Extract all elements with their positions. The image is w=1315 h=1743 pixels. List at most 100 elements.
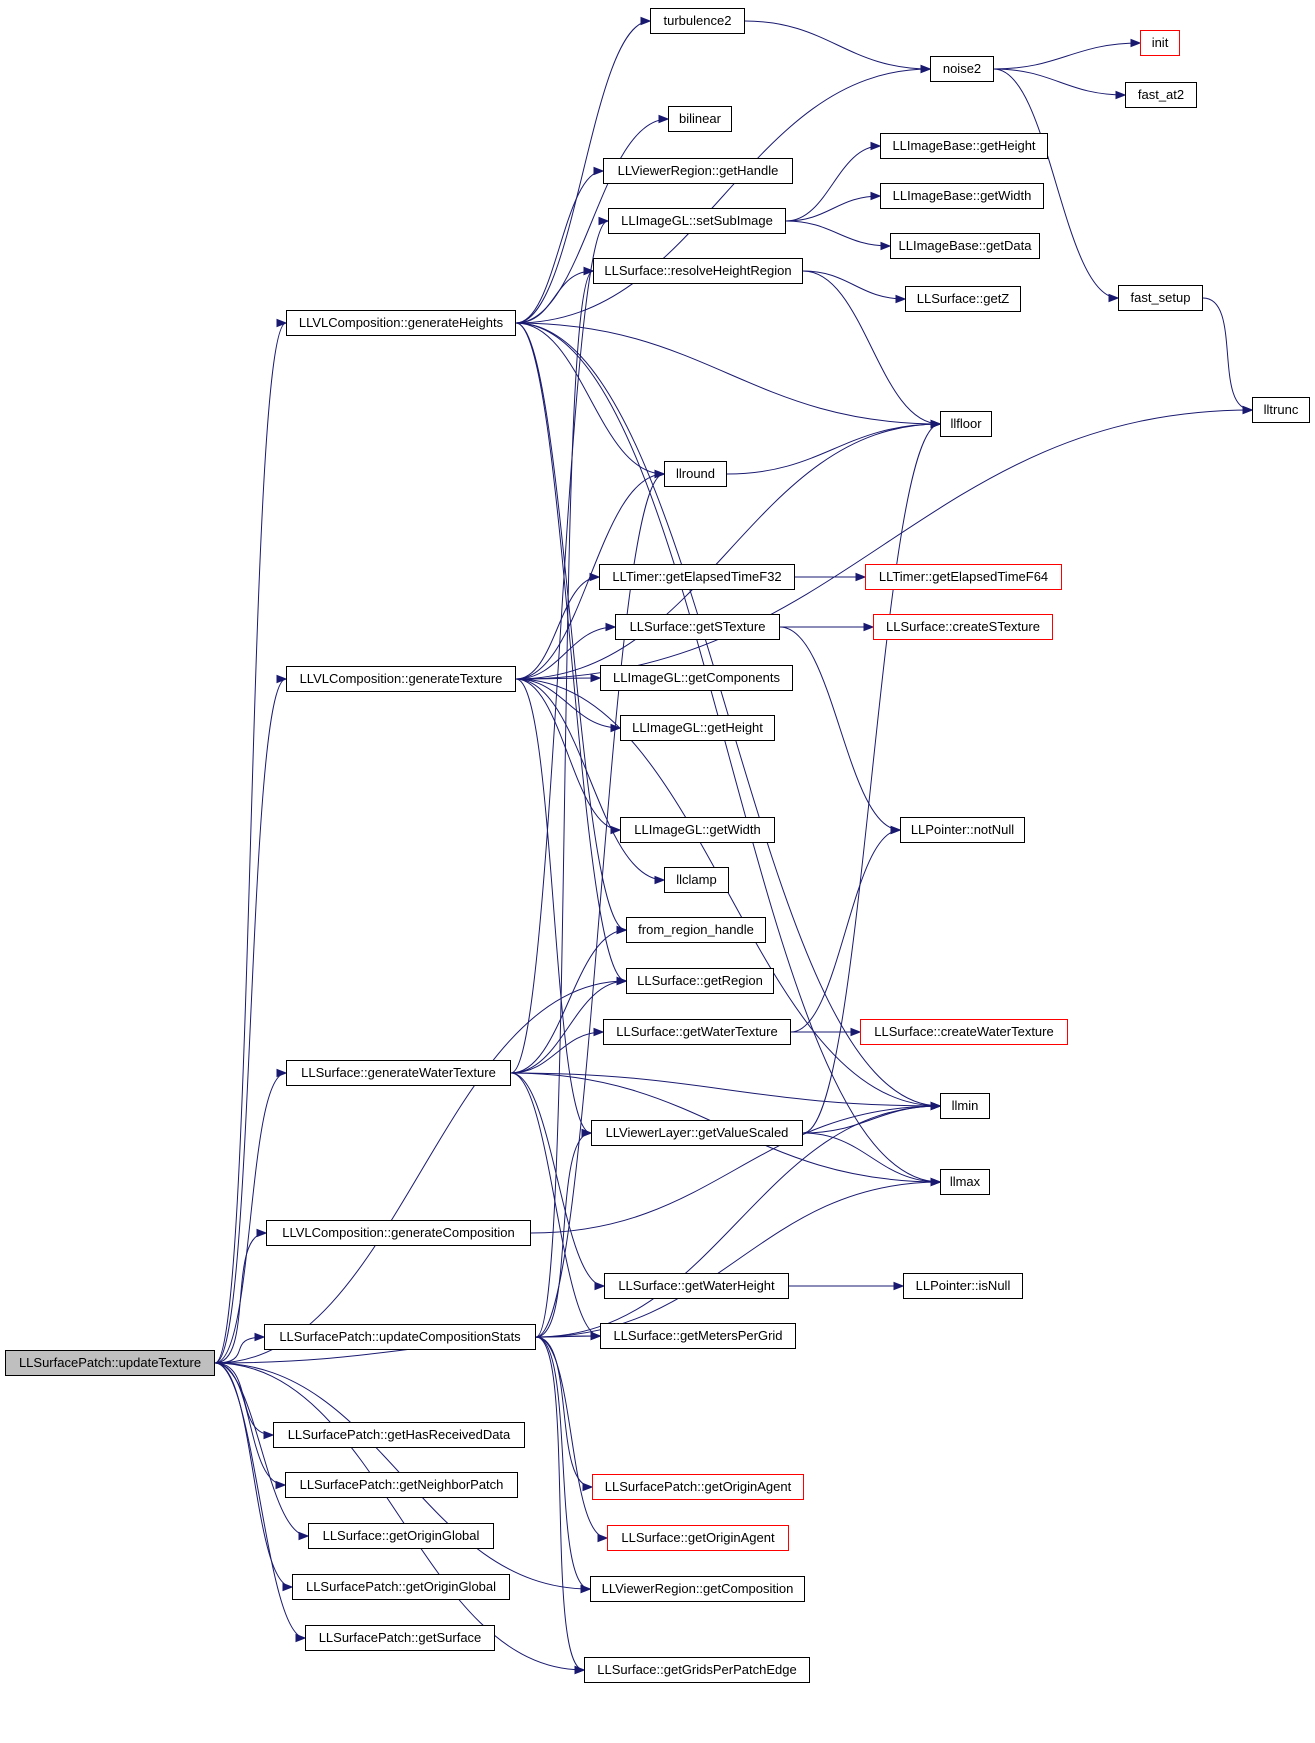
edge-gencomp-to-llmin: [530, 1105, 941, 1234]
edge-gentex-to-lltrunc: [515, 409, 1253, 680]
node-bilinear[interactable]: bilinear: [668, 106, 732, 132]
node-init[interactable]: init: [1140, 30, 1180, 56]
arrowhead-root-to-gentex: [276, 674, 288, 684]
edge-gentex-to-llfloor: [515, 423, 941, 680]
node-llsurface-getregion[interactable]: LLSurface::getRegion: [626, 968, 774, 994]
node-llviewerregion-getcomposition[interactable]: LLViewerRegion::getComposition: [590, 1576, 805, 1602]
node-llimagegl-getheight[interactable]: LLImageGL::getHeight: [620, 715, 775, 741]
node-llsurface-getgridsperpatchedge[interactable]: LLSurface::getGridsPerPatchEdge: [584, 1657, 810, 1683]
arrowhead-updstats-to-meters: [590, 1331, 602, 1341]
node-llfloor[interactable]: llfloor: [940, 411, 992, 437]
arrowhead-root-to-updstats: [254, 1332, 266, 1342]
node-lltimer-getelapsedtimef64[interactable]: LLTimer::getElapsedTimeF64: [865, 564, 1062, 590]
node-llsurface-getmeterspergrid[interactable]: LLSurface::getMetersPerGrid: [600, 1323, 796, 1349]
arrowhead-genheights-to-bilinear: [658, 114, 670, 124]
edge-turb-to-noise2: [744, 20, 931, 70]
arrowhead-gentex-to-getstex: [605, 622, 617, 632]
edge-root-to-gridsper: [214, 1362, 585, 1671]
node-llsurface-getstexture[interactable]: LLSurface::getSTexture: [615, 614, 780, 640]
node-lltrunc[interactable]: lltrunc: [1252, 397, 1310, 423]
node-llsurfacepatch-updatecompositionstats[interactable]: LLSurfacePatch::updateCompositionStats: [264, 1324, 536, 1350]
node-llsurface-getwatertexture[interactable]: LLSurface::getWaterTexture: [603, 1019, 791, 1045]
node-llclamp[interactable]: llclamp: [664, 867, 729, 893]
edge-genheights-to-llmax: [515, 322, 941, 1183]
node-llsurfacepatch-getoriginagent[interactable]: LLSurfacePatch::getOriginAgent: [592, 1474, 804, 1500]
arrowhead-updstats-to-llround: [654, 469, 666, 479]
edge-noise2-to-fastsetup: [993, 68, 1119, 299]
node-llsurface-resolveheightregion[interactable]: LLSurface::resolveHeightRegion: [593, 258, 803, 284]
node-llviewerlayer-getvaluescaled[interactable]: LLViewerLayer::getValueScaled: [591, 1120, 803, 1146]
edge-resolve-to-getz: [802, 270, 906, 300]
edge-valscaled-to-llmin: [802, 1105, 941, 1134]
node-llmax[interactable]: llmax: [940, 1169, 990, 1195]
node-llvlcomposition-generatecomposition[interactable]: LLVLComposition::generateComposition: [266, 1220, 531, 1246]
edge-root-to-patchorigglob: [214, 1362, 293, 1588]
node-llviewerregion-gethandle[interactable]: LLViewerRegion::getHandle: [603, 158, 793, 184]
edge-root-to-genheights: [214, 322, 287, 1364]
arrowhead-noise2-to-fastat2: [1115, 90, 1127, 100]
arrowhead-gentex-to-llclamp: [654, 875, 666, 885]
node-llimagegl-getwidth[interactable]: LLImageGL::getWidth: [620, 817, 775, 843]
edge-setsub-to-imgheight: [785, 145, 881, 222]
edge-gentex-to-glwidth: [515, 678, 621, 831]
arrowhead-noise2-to-init: [1130, 38, 1142, 48]
node-llsurfacepatch-updatetexture[interactable]: LLSurfacePatch::updateTexture: [5, 1350, 215, 1376]
node-llsurface-getz[interactable]: LLSurface::getZ: [905, 286, 1021, 312]
node-llsurface-getoriginglobal[interactable]: LLSurface::getOriginGlobal: [308, 1523, 494, 1549]
node-llvlcomposition-generateheights[interactable]: LLVLComposition::generateHeights: [286, 310, 516, 336]
node-llimagebase-getheight[interactable]: LLImageBase::getHeight: [880, 133, 1048, 159]
edge-setsub-to-imgwidth: [785, 195, 881, 222]
node-llsurface-createstexture[interactable]: LLSurface::createSTexture: [873, 614, 1053, 640]
arrowhead-resolve-to-getz: [895, 294, 907, 304]
edge-genwater-to-llmin: [510, 1072, 941, 1107]
edge-fastsetup-to-lltrunc: [1202, 297, 1253, 411]
edge-genheights-to-noise2: [515, 68, 931, 324]
node-llsurfacepatch-getsurface[interactable]: LLSurfacePatch::getSurface: [305, 1625, 495, 1651]
arrowhead-setsub-to-imgdata: [880, 241, 892, 251]
node-llsurface-generatewatertexture[interactable]: LLSurface::generateWaterTexture: [286, 1060, 511, 1086]
node-lltimer-getelapsedtimef32[interactable]: LLTimer::getElapsedTimeF32: [599, 564, 795, 590]
node-turbulence2[interactable]: turbulence2: [650, 8, 745, 34]
node-fast-at2[interactable]: fast_at2: [1125, 82, 1197, 108]
edge-root-to-getsurface: [214, 1362, 306, 1639]
node-llvlcomposition-generatetexture[interactable]: LLVLComposition::generateTexture: [286, 666, 516, 692]
node-llimagebase-getwidth[interactable]: LLImageBase::getWidth: [880, 183, 1044, 209]
edge-genheights-to-getregion: [515, 322, 627, 982]
node-llsurfacepatch-getoriginglobal[interactable]: LLSurfacePatch::getOriginGlobal: [292, 1574, 510, 1600]
edge-updstats-to-surforiginagent: [535, 1336, 608, 1539]
node-llsurfacepatch-getneighborpatch[interactable]: LLSurfacePatch::getNeighborPatch: [285, 1472, 518, 1498]
arrowhead-genwater-to-fromhandle: [616, 925, 628, 935]
node-fast-setup[interactable]: fast_setup: [1118, 285, 1203, 311]
arrowhead-updstats-to-llmax: [930, 1177, 942, 1187]
node-llsurfacepatch-gethasreceiveddata[interactable]: LLSurfacePatch::getHasReceivedData: [273, 1422, 525, 1448]
edge-root-to-gentex: [214, 678, 287, 1364]
arrowhead-noise2-to-fastsetup: [1108, 293, 1120, 303]
node-llimagebase-getdata[interactable]: LLImageBase::getData: [890, 233, 1040, 259]
node-llimagegl-setsubimage[interactable]: LLImageGL::setSubImage: [608, 208, 786, 234]
node-llround[interactable]: llround: [664, 461, 727, 487]
arrowhead-genwater-to-waterheight: [594, 1281, 606, 1291]
arrowhead-updstats-to-getcomposition: [580, 1584, 592, 1594]
node-llpointer-notnull[interactable]: LLPointer::notNull: [900, 817, 1025, 843]
edge-genheights-to-resolve: [515, 270, 594, 324]
edge-updstats-to-patchoriginagent: [535, 1336, 593, 1488]
edge-gentex-to-getstex: [515, 626, 616, 680]
node-noise2[interactable]: noise2: [930, 56, 994, 82]
edge-genheights-to-llfloor: [515, 322, 941, 425]
arrowhead-turb-to-noise2: [920, 64, 932, 74]
node-llmin[interactable]: llmin: [940, 1093, 990, 1119]
node-llsurface-createwatertexture[interactable]: LLSurface::createWaterTexture: [860, 1019, 1068, 1045]
node-from-region-handle[interactable]: from_region_handle: [626, 917, 766, 943]
node-llimagegl-getcomponents[interactable]: LLImageGL::getComponents: [600, 665, 793, 691]
edge-gentex-to-glheight: [515, 678, 621, 729]
edge-noise2-to-fastat2: [993, 68, 1126, 96]
arrowhead-getwatertex-to-notnull: [890, 825, 902, 835]
arrowhead-genheights-to-turb: [640, 16, 652, 26]
edge-getstex-to-notnull: [779, 626, 901, 831]
node-llsurface-getwaterheight[interactable]: LLSurface::getWaterHeight: [604, 1273, 789, 1299]
arrowhead-gentex-to-glcomp: [590, 673, 602, 683]
node-llsurface-getoriginagent[interactable]: LLSurface::getOriginAgent: [607, 1525, 789, 1551]
arrowhead-root-to-gencomp: [256, 1228, 268, 1238]
node-llpointer-isnull[interactable]: LLPointer::isNull: [903, 1273, 1023, 1299]
arrowhead-getwatertex-to-createwater: [850, 1027, 862, 1037]
